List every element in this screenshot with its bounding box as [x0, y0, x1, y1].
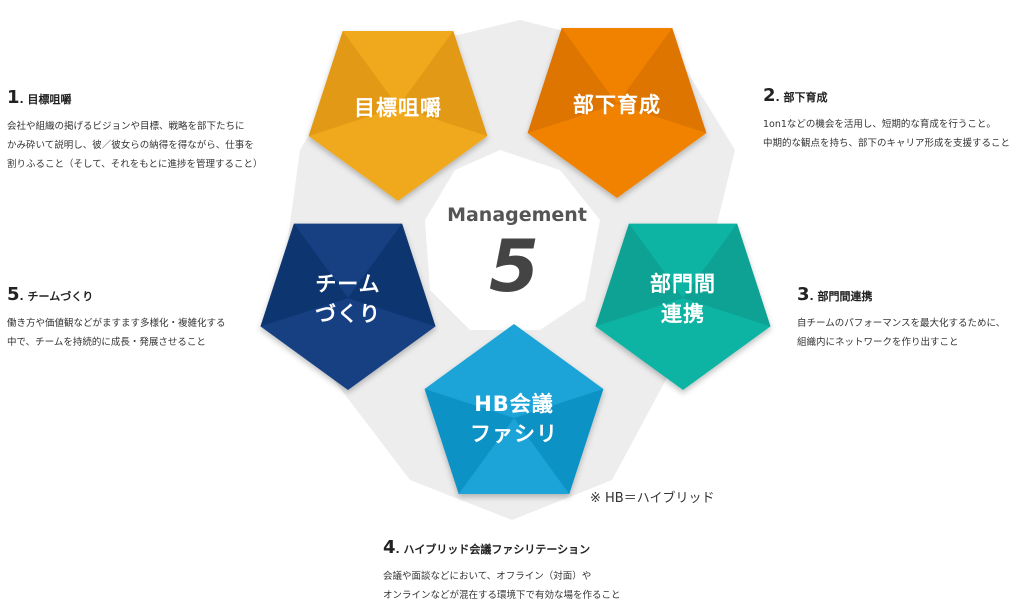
description-3-title: 部門間連携 [817, 290, 873, 303]
description-3-line: 組織内にネットワークを作り出すこと [797, 337, 959, 348]
description-2-title: 部下育成 [783, 91, 828, 104]
pentagon-4-label: ファシリ [470, 422, 558, 446]
pentagon-1-facet [308, 30, 398, 137]
description-2-line: 1on1などの機会を活用し、短期的な育成を行うこと。 [763, 119, 996, 130]
pentagon-3-label: 部門間 [650, 272, 716, 296]
description-5-head: 5. チームづくり [7, 284, 94, 305]
pentagon-4-facet [424, 388, 514, 495]
description-2-head: 2. 部下育成 [763, 85, 828, 106]
pentagon-5-label: づくり [315, 302, 381, 326]
center-number: 5 [489, 224, 539, 308]
description-5: 5. チームづくり 働き方や価値観などがますます多様化・複雑化する 中で、チーム… [7, 285, 226, 352]
pentagon-2-facet [527, 27, 617, 134]
pentagon-5-label: チーム [315, 272, 380, 296]
pentagon-3-facet [683, 223, 771, 327]
description-1: 1. 目標咀嚼 会社や組織の掲げるビジョンや目標、戦略を部下たちに かみ砕いて説… [7, 88, 263, 174]
description-1-line: 会社や組織の掲げるビジョンや目標、戦略を部下たちに [7, 121, 245, 132]
description-2-number: 2 [763, 85, 776, 106]
description-3-head: 3. 部門間連携 [797, 284, 873, 305]
description-2: 2. 部下育成 1on1などの機会を活用し、短期的な育成を行うこと。 中期的な観… [763, 86, 1010, 153]
description-4-line: 会議や面談などにおいて、オフライン（対面）や [383, 571, 592, 582]
description-4-head: 4. ハイブリッド会議ファシリテーション [383, 537, 591, 558]
center-label: Management 5 [447, 204, 587, 308]
pentagon-5-facet [348, 223, 436, 327]
description-1-number: 1 [7, 87, 20, 108]
description-3-line: 自チームのパフォーマンスを最大化するために、 [797, 318, 1006, 329]
center-title: Management [447, 204, 587, 226]
pentagon-3-facet [595, 223, 683, 327]
description-5-line: 中で、チームを持続的に成長・発展させること [7, 337, 206, 348]
description-1-line: 割りふること（そして、それをもとに進捗を管理すること） [7, 159, 263, 170]
description-4-number: 4 [383, 537, 396, 558]
pentagon-2-label: 部下育成 [573, 93, 661, 117]
pentagon-1: 目標咀嚼 [308, 30, 488, 201]
pentagon-4-facet [514, 388, 604, 495]
description-1-title: 目標咀嚼 [27, 93, 72, 106]
description-3: 3. 部門間連携 自チームのパフォーマンスを最大化するために、 組織内にネットワ… [797, 285, 1005, 352]
hb-note: ※ HB＝ハイブリッド [590, 491, 715, 506]
pentagon-2-facet [617, 27, 707, 134]
pentagon-5: チームづくり [260, 223, 436, 390]
description-4-title: ハイブリッド会議ファシリテーション [403, 543, 591, 556]
pentagon-2: 部下育成 [527, 27, 707, 198]
description-1-head: 1. 目標咀嚼 [7, 87, 72, 108]
description-4-line: オンラインなどが混在する環境下で有効な場を作ること [383, 590, 621, 601]
pentagon-3-label: 連携 [661, 302, 705, 326]
description-5-number: 5 [7, 284, 20, 305]
pentagon-1-facet [398, 30, 488, 137]
description-1-line: かみ砕いて説明し、彼／彼女らの納得を得ながら、仕事を [7, 140, 254, 151]
description-3-number: 3 [797, 284, 810, 305]
pentagon-4-label: HB会議 [474, 392, 554, 416]
description-5-title: チームづくり [27, 290, 94, 303]
pentagon-5-facet [260, 223, 348, 327]
description-2-line: 中期的な観点を持ち、部下のキャリア形成を支援すること [763, 138, 1011, 149]
description-5-line: 働き方や価値観などがますます多様化・複雑化する [7, 318, 226, 329]
pentagon-3: 部門間連携 [595, 223, 771, 390]
pentagon-1-label: 目標咀嚼 [354, 96, 442, 120]
description-4: 4. ハイブリッド会議ファシリテーション 会議や面談などにおいて、オフライン（対… [383, 538, 621, 605]
